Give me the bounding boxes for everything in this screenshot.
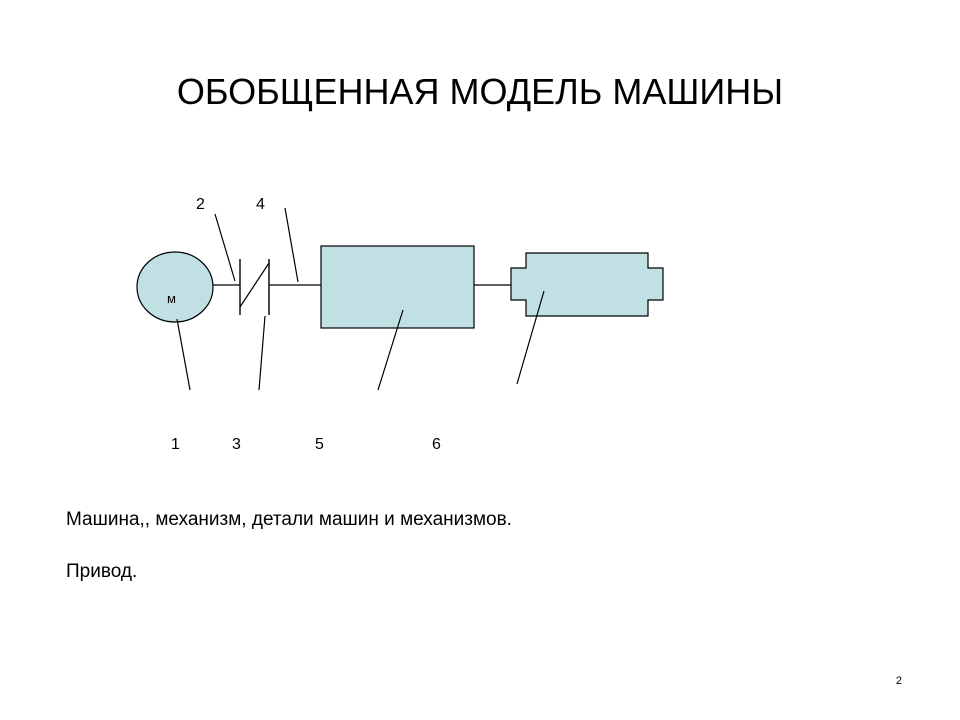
leader-line-6 (516, 290, 545, 385)
motor-label: м (167, 291, 176, 306)
leader-line-3 (258, 315, 266, 391)
callout-4: 4 (256, 196, 265, 213)
slide-title: ОБОБЩЕННАЯ МОДЕЛЬ МАШИНЫ (176, 71, 784, 112)
callout-1: 1 (171, 436, 180, 453)
page-number: 2 (895, 675, 902, 687)
leader-line-2 (214, 213, 236, 282)
leader-line-1 (176, 318, 191, 391)
leader-line-4 (284, 207, 299, 283)
coupling-diagonal (239, 262, 270, 308)
callout-5: 5 (315, 436, 324, 453)
callout-6: 6 (432, 436, 441, 453)
callout-3: 3 (232, 436, 241, 453)
callout-2: 2 (196, 196, 205, 213)
leader-line-5 (377, 309, 404, 391)
motor-circle (136, 251, 214, 323)
body-text-definitions: Машина,, механизм, детали машин и механи… (66, 509, 512, 530)
body-text-drive: Привод. (66, 561, 138, 582)
transmission-box (320, 245, 475, 329)
working-machine-block (510, 252, 664, 317)
